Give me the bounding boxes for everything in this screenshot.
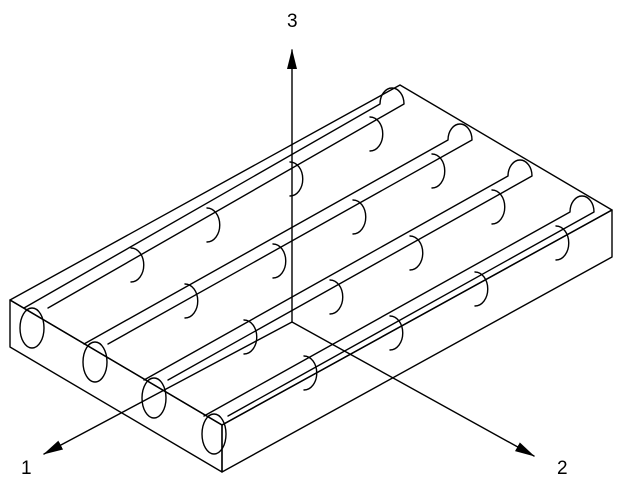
fiber-segment-mark xyxy=(243,319,258,355)
coordinate-axes: 3 1 2 xyxy=(21,11,568,479)
fiber-end xyxy=(201,413,227,455)
fiber-segment-mark xyxy=(431,153,446,189)
fiber-segment-mark xyxy=(389,315,404,351)
axis-2-label: 2 xyxy=(557,458,568,479)
fiber-end xyxy=(19,307,45,349)
fiber-segment-mark xyxy=(206,207,221,243)
fiber-segment-mark xyxy=(409,235,424,271)
fiber-segment-mark xyxy=(329,279,344,315)
fiber-segment-mark xyxy=(491,189,506,225)
fibers xyxy=(19,87,595,455)
fiber-segment-mark xyxy=(272,243,287,279)
fiber xyxy=(141,159,533,419)
fiber xyxy=(82,123,473,383)
fiber-segment-mark xyxy=(474,271,489,307)
fiber-segment-mark xyxy=(555,225,570,261)
fiber-segment-mark xyxy=(303,355,318,391)
axis-1-label: 1 xyxy=(21,458,32,479)
fiber-segment-mark xyxy=(184,283,199,319)
fiber-segment-mark xyxy=(130,247,145,283)
fiber xyxy=(201,195,595,455)
fiber xyxy=(19,87,405,349)
fiber-segment-mark xyxy=(289,161,304,197)
axis-2-arrow xyxy=(291,321,535,457)
axis-3-label: 3 xyxy=(287,11,298,32)
axis-1-arrow xyxy=(43,321,293,455)
matrix-block xyxy=(9,84,613,473)
block-right-face xyxy=(221,209,613,473)
fiber-end xyxy=(82,341,108,383)
fiber-segment-mark xyxy=(369,116,384,152)
fiber-segment-mark xyxy=(352,199,367,235)
block-top-face xyxy=(9,84,613,426)
fiber-end xyxy=(141,377,167,419)
